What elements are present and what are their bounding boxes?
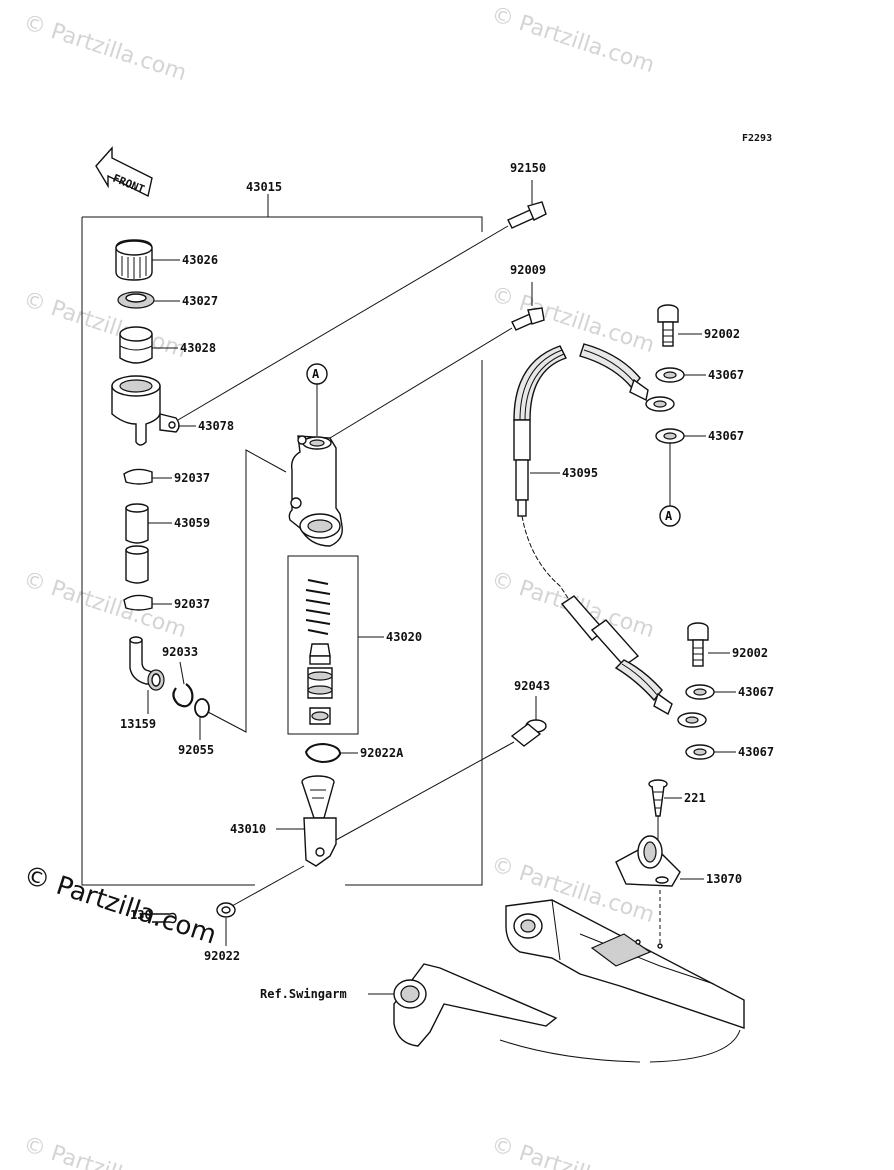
banjo-bolt-lower: 92002 <box>687 622 768 667</box>
banjo-bolt-upper: 92002 <box>657 304 740 347</box>
ref-swingarm-label: Ref.Swingarm <box>260 987 347 1001</box>
part-label-43067-3: 43067 <box>738 685 774 699</box>
part-label-92043: 92043 <box>514 679 550 693</box>
diaphragm: 43028 <box>119 326 216 364</box>
elbow-fitting: 13159 <box>120 636 165 731</box>
part-label-43027: 43027 <box>182 294 218 308</box>
hose-clamp-upper: 92037 <box>123 468 210 485</box>
cap-plate: 43027 <box>117 291 218 309</box>
part-label-43020: 43020 <box>386 630 422 644</box>
clevis-pin: 92043 <box>335 679 550 841</box>
front-arrow: FRONT <box>95 146 153 198</box>
callout-a-lower: A <box>665 509 673 523</box>
part-label-43028: 43028 <box>180 341 216 355</box>
part-label-43015: 43015 <box>246 180 282 194</box>
brake-hose: 43095 <box>513 343 707 728</box>
diagram-code: F2293 <box>742 133 772 144</box>
part-label-130: 130 <box>130 908 152 922</box>
watermark-text: © Partzilla.com <box>488 1132 657 1170</box>
washer-upper-2: 43067 A <box>655 428 744 527</box>
watermark-text: © Partzilla.com <box>20 287 189 363</box>
part-label-92037-upper: 92037 <box>174 471 210 485</box>
part-label-92002-upper: 92002 <box>704 327 740 341</box>
washer: 92022 <box>204 865 305 963</box>
part-label-92022a: 92022A <box>360 746 404 760</box>
part-label-92022: 92022 <box>204 949 240 963</box>
swingarm-reference: Ref.Swingarm <box>260 899 745 1063</box>
reservoir-cap: 43026 <box>115 239 218 281</box>
washer-lower-2: 43067 <box>685 744 774 760</box>
washer-upper-1: 43067 <box>655 367 744 383</box>
watermark-text: © Partzilla.com <box>488 282 657 358</box>
part-label-43067-4: 43067 <box>738 745 774 759</box>
partzilla-watermark: © Partzilla.com <box>20 860 220 951</box>
hose-guide: 13070 <box>615 835 742 944</box>
callout-a-upper: A <box>312 367 320 381</box>
o-ring: 92055 <box>178 449 287 757</box>
part-label-43010: 43010 <box>230 822 266 836</box>
part-label-43067-1: 43067 <box>708 368 744 382</box>
master-cylinder-body: A <box>288 363 343 547</box>
part-label-43026: 43026 <box>182 253 218 267</box>
snap-ring: 92022A <box>304 742 404 764</box>
part-label-92037-lower: 92037 <box>174 597 210 611</box>
part-label-221: 221 <box>684 791 706 805</box>
part-label-43067-2: 43067 <box>708 429 744 443</box>
part-label-92055: 92055 <box>178 743 214 757</box>
assembly-frame: 43015 <box>81 180 483 886</box>
part-label-43095: 43095 <box>562 466 598 480</box>
washer-lower-1: 43067 <box>685 684 774 700</box>
push-rod: 43010 <box>230 775 337 867</box>
phillips-screw: 221 <box>648 779 706 840</box>
reservoir-bolt: 92150 <box>177 161 547 421</box>
watermark-text: © Partzilla.com <box>20 1132 189 1170</box>
part-label-92150: 92150 <box>510 161 546 175</box>
part-label-43059: 43059 <box>174 516 210 530</box>
cotter-pin: 130 <box>130 908 177 924</box>
mount-bolt: 92009 <box>329 263 546 439</box>
part-label-92002-lower: 92002 <box>732 646 768 660</box>
watermark-text: © Partzilla.com <box>20 567 189 643</box>
hose-clamp-lower: 92037 <box>123 594 210 611</box>
piston-kit: 43020 <box>287 555 422 735</box>
part-label-13070: 13070 <box>706 872 742 886</box>
part-label-92009: 92009 <box>510 263 546 277</box>
watermark-text: © Partzilla.com <box>20 10 189 86</box>
part-label-13159: 13159 <box>120 717 156 731</box>
reservoir: 43078 <box>111 375 234 446</box>
part-label-92033: 92033 <box>162 645 198 659</box>
reservoir-hose: 43059 <box>125 503 210 584</box>
circlip: 92033 <box>162 645 198 708</box>
watermark-text: © Partzilla.com <box>488 2 657 78</box>
part-label-43078: 43078 <box>198 419 234 433</box>
